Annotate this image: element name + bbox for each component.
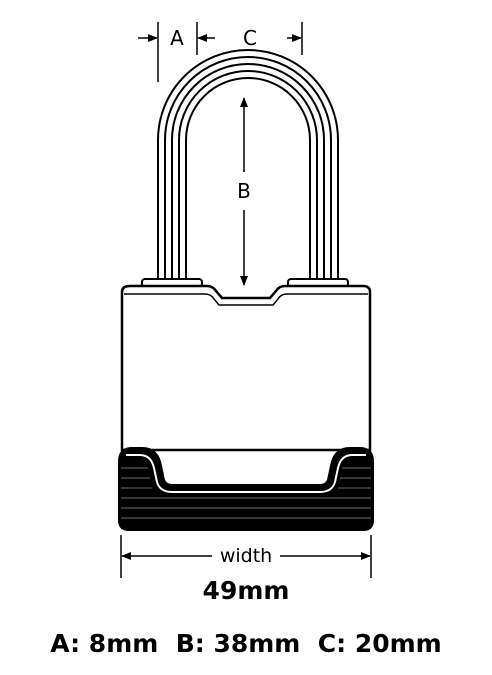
label-a: A <box>170 26 184 50</box>
label-c: C <box>243 26 257 50</box>
dimension-specs: A: 8mm B: 38mm C: 20mm <box>50 629 441 658</box>
dimension-width <box>120 535 372 578</box>
label-width: width <box>220 545 272 567</box>
dimension-ac <box>138 22 303 82</box>
lock-body <box>120 284 372 452</box>
shackle <box>157 49 339 282</box>
width-value: 49mm <box>203 576 290 605</box>
label-b: B <box>237 179 251 203</box>
bumper <box>118 447 374 531</box>
